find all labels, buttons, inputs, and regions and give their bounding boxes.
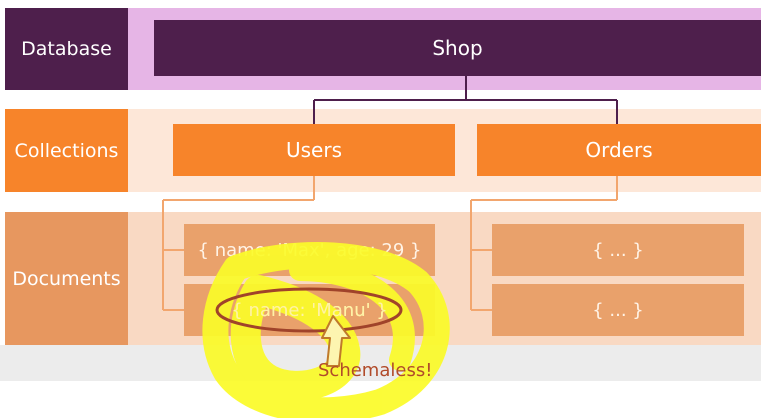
annotation-arrow: [321, 315, 351, 367]
database-shop-box: Shop: [154, 20, 761, 76]
row-label-collections: Collections: [5, 109, 128, 192]
document-order-box-2: { ... }: [492, 284, 744, 336]
collection-orders-box: Orders: [477, 124, 761, 176]
document-manu-label: { name: 'Manu' }: [231, 299, 388, 321]
document-order-box-1: { ... }: [492, 224, 744, 276]
bottom-strip: [0, 345, 761, 381]
document-manu-text-overlay: { name: 'Manu' }: [184, 284, 435, 336]
row-label-database: Database: [5, 8, 128, 90]
row-label-documents: Documents: [5, 212, 128, 345]
annotation-ellipse: [215, 287, 403, 333]
annotation-schemaless: Schemaless!: [318, 360, 433, 381]
collection-users-box: Users: [173, 124, 455, 176]
